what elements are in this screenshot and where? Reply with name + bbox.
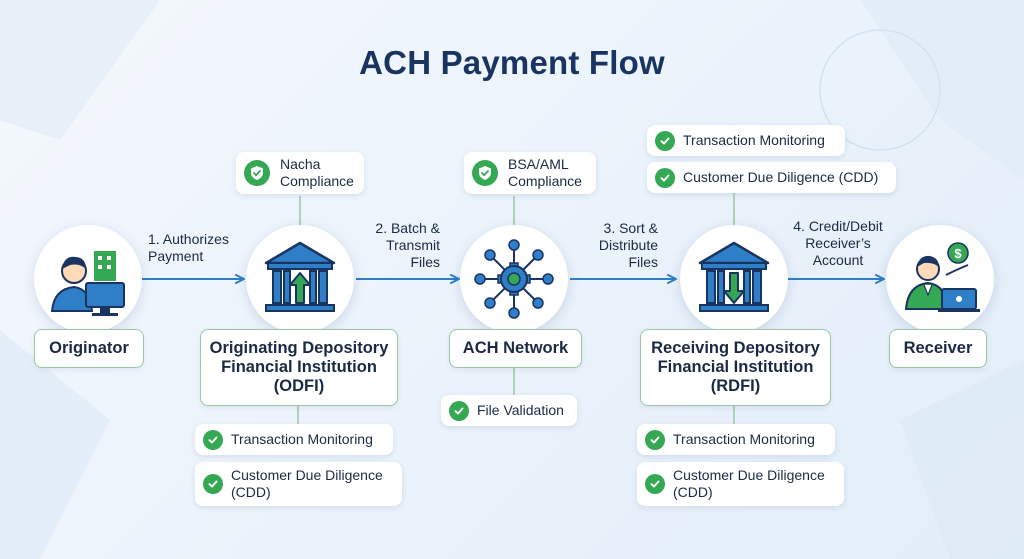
rdfi-cdd-bottom-badge: Customer Due Diligence (CDD) bbox=[637, 462, 844, 506]
step-2-label: 2. Batch & Transmit Files bbox=[375, 220, 440, 270]
rdfi-transaction-monitoring-bottom-badge: Transaction Monitoring bbox=[637, 424, 835, 455]
file-validation-badge: File Validation bbox=[441, 395, 577, 426]
odfi-label: Originating Depository Financial Institu… bbox=[209, 339, 389, 395]
receiver-circle: $ bbox=[886, 225, 994, 333]
check-icon bbox=[645, 429, 665, 450]
shield-check-icon bbox=[244, 160, 270, 186]
rdfi-transaction-monitoring-bottom-text: Transaction Monitoring bbox=[673, 431, 815, 447]
ach-network-circle bbox=[460, 225, 568, 333]
originator-label: Originator bbox=[49, 339, 129, 357]
odfi-circle bbox=[246, 225, 354, 333]
bsa-aml-compliance-badge: BSA/AML Compliance bbox=[464, 152, 596, 194]
check-icon bbox=[645, 474, 665, 494]
check-icon bbox=[203, 429, 223, 450]
step-3-label: 3. Sort & Distribute Files bbox=[598, 220, 658, 270]
rdfi-transaction-monitoring-top-text: Transaction Monitoring bbox=[683, 132, 825, 148]
originator-box[interactable]: Originator bbox=[34, 329, 144, 368]
rdfi-circle bbox=[680, 225, 788, 333]
odfi-box[interactable]: Originating Depository Financial Institu… bbox=[200, 329, 398, 406]
person-laptop-dollar-icon: $ bbox=[904, 242, 980, 312]
network-gear-icon bbox=[474, 239, 554, 319]
check-icon bbox=[655, 167, 675, 188]
receiver-label: Receiver bbox=[903, 339, 973, 357]
check-icon bbox=[203, 474, 223, 494]
step-1-label: 1. Authorizes Payment bbox=[148, 231, 229, 264]
person-computer-building-icon bbox=[50, 251, 125, 316]
originator-circle bbox=[34, 225, 142, 333]
bank-arrow-down-icon bbox=[698, 241, 770, 312]
file-validation-text: File Validation bbox=[477, 402, 564, 418]
rdfi-cdd-bottom-text: Customer Due Diligence (CDD) bbox=[673, 467, 825, 500]
ach-network-box[interactable]: ACH Network bbox=[449, 329, 582, 368]
bank-arrow-up-icon bbox=[264, 241, 336, 312]
rdfi-box[interactable]: Receiving Depository Financial Instituti… bbox=[640, 329, 831, 406]
odfi-transaction-monitoring-text: Transaction Monitoring bbox=[231, 431, 373, 447]
ach-network-label: ACH Network bbox=[462, 339, 569, 357]
svg-text:$: $ bbox=[954, 246, 962, 261]
rdfi-cdd-top-text: Customer Due Diligence (CDD) bbox=[683, 169, 879, 185]
page-title: ACH Payment Flow bbox=[359, 44, 665, 81]
odfi-cdd-badge: Customer Due Diligence (CDD) bbox=[195, 462, 402, 506]
rdfi-label: Receiving Depository Financial Instituti… bbox=[651, 339, 820, 395]
rdfi-transaction-monitoring-top-badge: Transaction Monitoring bbox=[647, 125, 845, 156]
check-icon bbox=[655, 130, 675, 151]
receiver-box[interactable]: Receiver bbox=[889, 329, 987, 368]
odfi-transaction-monitoring-badge: Transaction Monitoring bbox=[195, 424, 393, 455]
rdfi-cdd-top-badge: Customer Due Diligence (CDD) bbox=[647, 162, 896, 193]
nacha-compliance-text: Nacha Compliance bbox=[280, 156, 354, 189]
nacha-compliance-badge: Nacha Compliance bbox=[236, 152, 364, 194]
odfi-cdd-text: Customer Due Diligence (CDD) bbox=[231, 467, 383, 500]
check-icon bbox=[449, 400, 469, 421]
shield-check-icon bbox=[472, 160, 498, 186]
bsa-aml-compliance-text: BSA/AML Compliance bbox=[508, 156, 582, 189]
step-4-label: 4. Credit/Debit Receiver’s Account bbox=[793, 218, 883, 268]
